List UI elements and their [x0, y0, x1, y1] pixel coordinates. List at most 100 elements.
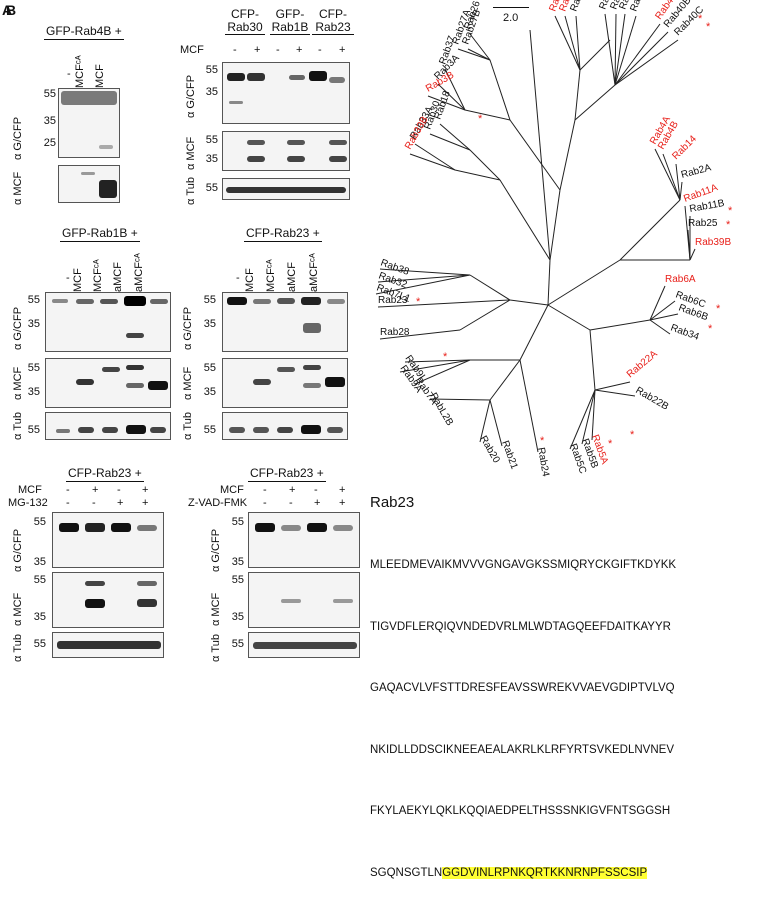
tree-branch	[509, 299, 549, 306]
sequence-line-6: SGQNSGTLNGGDVINLRPNKQRTKKNRNPFSSCSIP	[370, 863, 676, 884]
tree-leaf-branch	[379, 268, 471, 276]
blot-b-mw-55c: 55	[205, 182, 218, 194]
blot-a-row-gcfp: α G/CFP	[12, 116, 24, 160]
blot-e-mw-55a: 55	[33, 516, 46, 528]
tree-leaf-branch	[519, 359, 539, 453]
blot-a-mw-25: 25	[43, 137, 56, 149]
tree-star-marker: *	[716, 303, 721, 315]
tree-branch	[574, 84, 616, 121]
tree-leaf-branch	[614, 15, 637, 86]
tree-leaf-branch	[404, 359, 471, 363]
tree-star-marker: *	[478, 113, 483, 125]
tree-leaf-label: Rab13	[628, 0, 649, 13]
blot-a-row-mcf: α MCF	[12, 171, 24, 205]
blot-e-row2-label: MG-132	[8, 497, 48, 509]
tree-leaf-branch	[444, 68, 466, 111]
tree-branch	[489, 359, 521, 401]
blot-c-mw-55c: 55	[27, 424, 40, 436]
blot-b-group-3: CFP-Rab23	[312, 8, 354, 35]
blot-f-mw-55a: 55	[231, 516, 244, 528]
tree-star-marker: *	[726, 219, 731, 231]
tree-leaf-branch	[564, 15, 581, 71]
tree-leaf-label: Rab35	[568, 0, 589, 13]
tree-branch	[469, 149, 501, 181]
blot-a-lane-2: MCFᶜᴬ	[74, 55, 86, 88]
tree-branch	[549, 189, 561, 261]
blot-d-mw-35a: 35	[203, 318, 216, 330]
sequence-line-4: NKIDLLDDSCIKNEEAEALAKRLKLRFYRTSVKEDLNVNE…	[370, 743, 675, 756]
tree-scale-bar	[493, 7, 529, 8]
blot-c-lane-1: -	[66, 272, 70, 284]
blot-e-row2-sign-4: +	[142, 497, 149, 509]
tree-branch	[529, 29, 551, 261]
blot-b-sign-1: -	[233, 44, 237, 56]
tree-leaf-branch	[457, 48, 491, 61]
tree-leaf-branch	[489, 399, 503, 447]
blot-f-row1-sign-3: -	[314, 484, 318, 496]
blot-e-row1-label: MCF	[18, 484, 42, 496]
tree-leaf-branch	[594, 389, 636, 397]
blot-b-mw-35b: 35	[205, 153, 218, 165]
tree-leaf-branch	[377, 299, 511, 308]
blot-b-mw-55a: 55	[205, 64, 218, 76]
blot-e-row1-sign-2: +	[92, 484, 99, 496]
blot-d-gcfp-image	[222, 292, 348, 352]
blot-e-row1-sign-3: -	[117, 484, 121, 496]
tree-leaf-label: Rab21	[499, 439, 520, 471]
panel-label-b: B	[6, 2, 17, 18]
tree-leaf-branch	[614, 31, 669, 86]
blot-f-mcf-image	[248, 572, 360, 628]
blot-e-row2-sign-3: +	[117, 497, 124, 509]
blot-f-row1-sign-4: +	[339, 484, 346, 496]
tree-branch	[519, 304, 549, 361]
tree-leaf-branch	[649, 300, 676, 321]
tree-leaf-branch	[662, 153, 681, 201]
tree-branch	[547, 259, 621, 306]
sequence-last-highlight: GGDVINLRPNKQRTKKNRNPFSSCSIP	[442, 866, 648, 879]
blot-c-mw-35a: 35	[27, 318, 40, 330]
sequence-line-1: MLEEDMEVAIKMVVVGNGAVGKSSMIQRYCKGIFTKDYKK	[370, 559, 677, 571]
tree-leaf-branch	[409, 153, 456, 171]
tree-leaf-label: Rab23	[378, 295, 408, 306]
tree-leaf-label: Rab25	[688, 218, 718, 229]
blot-a-mw-35: 35	[43, 115, 56, 127]
blot-f-mw-55b: 55	[231, 574, 244, 586]
blot-f-title: CFP-Rab23 +	[248, 466, 326, 482]
tree-branch	[499, 179, 551, 261]
tree-leaf-label: Rab14	[670, 133, 699, 162]
blot-b-mw-35a: 35	[205, 86, 218, 98]
blot-b-sign-2: +	[254, 44, 261, 56]
blot-d-lane-3: MCFᶜᴬ	[265, 259, 277, 292]
tree-leaf-label: Rab24	[535, 447, 551, 478]
tree-leaf-branch	[414, 143, 456, 171]
blot-c-tub-image	[45, 412, 171, 440]
blot-e-mw-55b: 55	[33, 574, 46, 586]
blot-d-mw-55b: 55	[203, 362, 216, 374]
blot-f-mw-35a: 35	[231, 556, 244, 568]
blot-a-gcfp-image	[58, 88, 120, 158]
tree-branch	[547, 304, 591, 331]
tree-leaf-branch	[414, 359, 471, 385]
tree-leaf-branch	[614, 13, 626, 86]
blot-d-mw-55a: 55	[203, 294, 216, 306]
tree-leaf-branch	[575, 15, 581, 71]
tree-leaf-branch	[687, 229, 691, 261]
tree-leaf-branch	[689, 248, 696, 261]
tree-leaf-branch	[569, 389, 596, 450]
blot-d-mw-35b: 35	[203, 386, 216, 398]
tree-branch	[589, 329, 596, 391]
sequence-line-5: FKYLAEKYLQKLKQQIAEDPELTHSSSNKIGVFNTSGGSH	[370, 805, 671, 817]
tree-leaf-label: Rab10	[617, 0, 638, 11]
blot-e-title: CFP-Rab23 +	[66, 466, 144, 482]
tree-leaf-label: Rab28	[380, 327, 410, 338]
sequence-line-3: GAQACVLVFSTTDRESFEAVSSWREKVVAEVGDIPTVLVQ	[370, 682, 675, 694]
panel-label-a: A	[2, 2, 13, 18]
tree-branch	[589, 319, 651, 331]
phylogenetic-tree: Rab1ARab1BRab35Rab8ARab8BRab10Rab13Rab40…	[375, 0, 733, 478]
blot-e-row1-sign-1: -	[66, 484, 70, 496]
tree-leaf-label: Rab6A	[665, 274, 696, 285]
tree-leaf-branch	[375, 274, 471, 295]
blot-d-mw-55c: 55	[203, 424, 216, 436]
sequence-line-2: TIGVDFLERQIQVNDEDVRLMLWDTAGQEEFDAITKAYYR	[370, 620, 671, 633]
blot-f-row2-sign-4: +	[339, 497, 346, 509]
